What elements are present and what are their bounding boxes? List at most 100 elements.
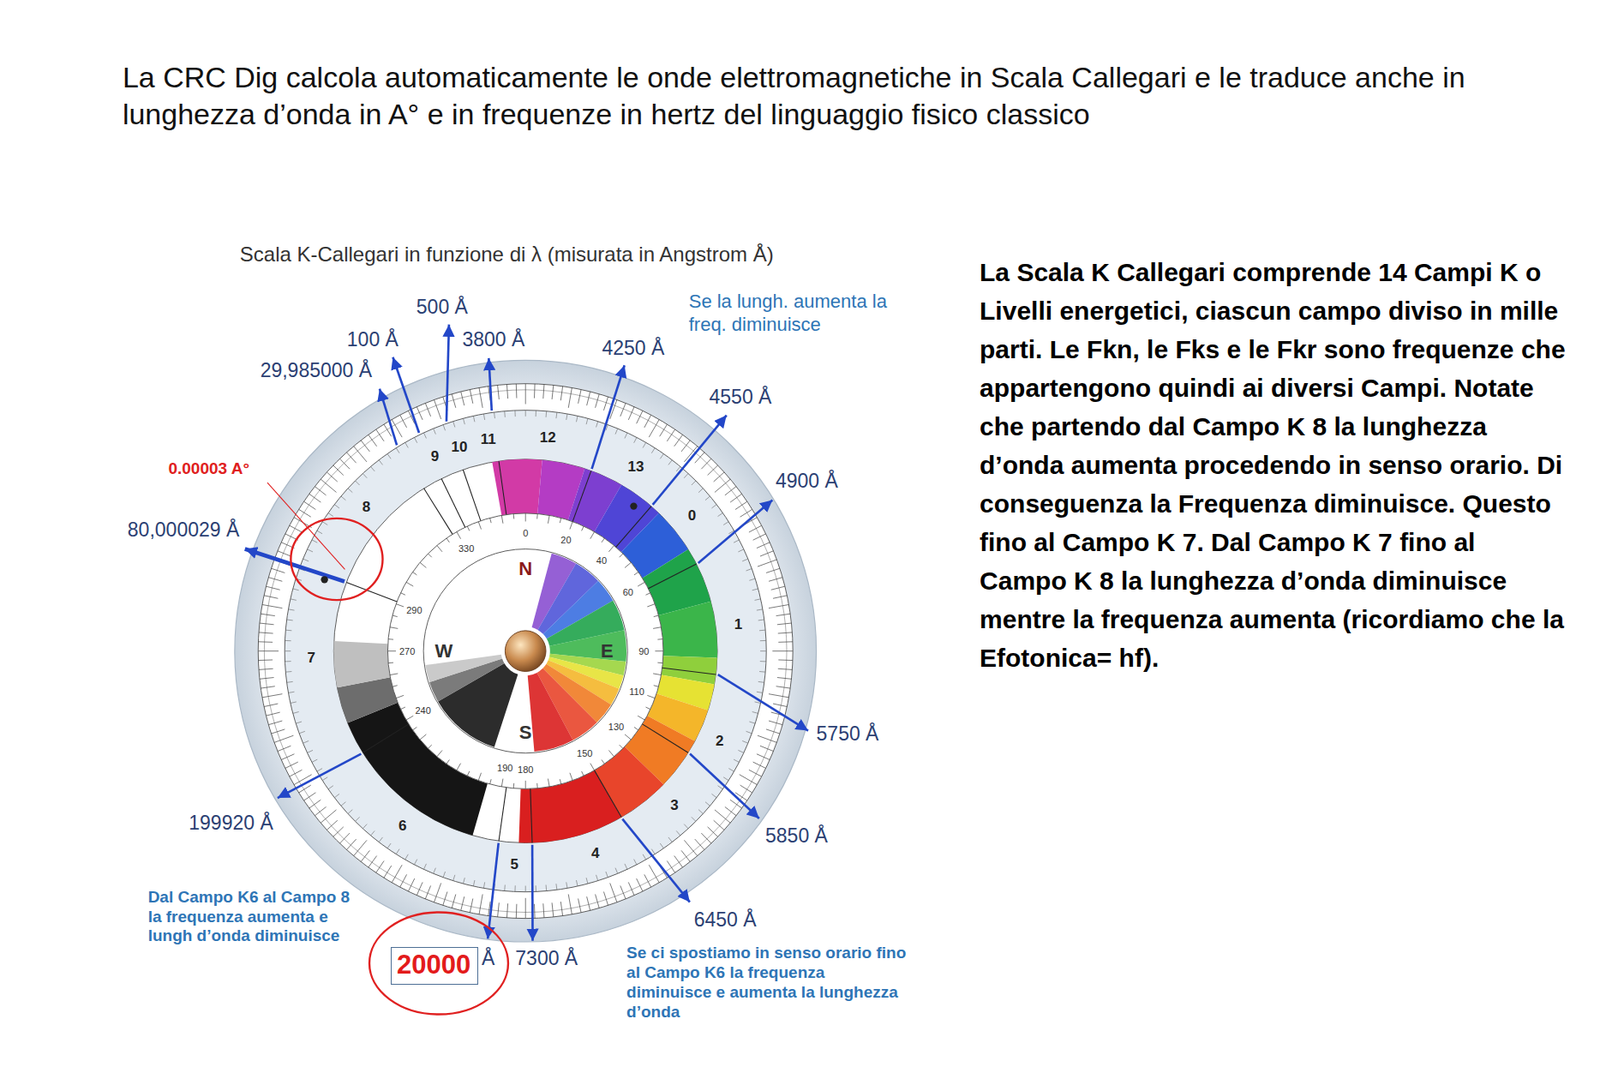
wavelength-label: 6450 Å [694, 908, 757, 933]
wavelength-label: 5850 Å [765, 824, 828, 849]
wavelength-arrow [698, 499, 774, 564]
field-tick [752, 588, 759, 591]
scale-tick [768, 720, 783, 726]
field-tick [378, 837, 383, 843]
scale-tick [603, 396, 608, 411]
field-tick [758, 618, 765, 621]
field-tick [615, 868, 618, 875]
wavelength-label: 100 Å [347, 328, 399, 353]
marker-line [462, 469, 481, 522]
field-tick [473, 415, 475, 422]
field-tick [503, 884, 506, 891]
field-tick [387, 843, 391, 849]
compass-tick [419, 734, 426, 740]
compass-tick [547, 515, 550, 523]
scale-tick [713, 820, 725, 830]
scale-tick [281, 754, 294, 761]
field-tick [756, 609, 763, 611]
scale-tick [314, 806, 326, 815]
scale-tick [760, 551, 774, 557]
scale-tick [776, 613, 792, 616]
compass-tick [536, 783, 539, 789]
scale-tick [768, 577, 783, 582]
field-number: 1 [734, 617, 743, 634]
field-tick [405, 854, 409, 860]
field-tick [347, 488, 353, 493]
field-tick [545, 884, 548, 891]
field-tick [749, 721, 756, 724]
scale-tick [368, 856, 378, 868]
scale-tick [753, 533, 767, 540]
field-tick [285, 629, 292, 632]
wavelength-label: 29,985000 Å [260, 359, 372, 384]
field-tick [683, 824, 689, 829]
scale-tick [525, 383, 527, 405]
field-tick [525, 886, 527, 893]
scale-tick [749, 769, 762, 777]
field-ticks [284, 410, 767, 893]
scale-tick [339, 458, 350, 469]
wavelength-arrow [487, 843, 499, 940]
scale-tick [515, 904, 518, 919]
compass-tick [536, 514, 539, 520]
field-tick [443, 425, 445, 432]
compass-tick [559, 517, 562, 523]
scale-tick [560, 901, 563, 917]
scale-tick [469, 898, 473, 912]
compass-tick [525, 780, 527, 790]
wavelength-arrow [718, 674, 809, 731]
wavelength-arrow [531, 844, 534, 941]
wavelength-label: 4900 Å [775, 469, 839, 494]
compass-tick [446, 538, 450, 543]
compass-tick [446, 759, 450, 764]
scale-ticks [257, 383, 793, 919]
scale-tick [766, 729, 780, 734]
compass-wedges [425, 553, 627, 752]
scale-tick [383, 865, 392, 878]
scale-tick [674, 434, 684, 446]
spectrum-sector [333, 641, 390, 688]
wavelength-arrow [689, 754, 760, 819]
wavelength-label: 7300 Å [515, 946, 578, 971]
wavelength-label: 4250 Å [602, 336, 666, 361]
field-tick [746, 731, 753, 733]
field-number: 11 [480, 431, 497, 449]
scale-tick [434, 400, 442, 420]
field-tick [293, 712, 300, 714]
compass-tick [608, 749, 614, 756]
compass-tick [581, 526, 585, 531]
scale-tick [674, 856, 684, 868]
scale-tick [628, 881, 635, 895]
scale-tick [353, 839, 367, 856]
field-tick [433, 428, 437, 435]
scale-tick [666, 860, 675, 873]
scale-tick [766, 568, 780, 573]
field-number: 3 [670, 797, 678, 814]
scale-tick [257, 659, 273, 661]
scale-tick [268, 720, 282, 726]
scale-tick [258, 632, 274, 634]
field-tick [295, 721, 302, 724]
wavelength-arrow [592, 365, 625, 469]
scale-tick [271, 568, 286, 573]
scale-tick [756, 754, 770, 761]
note-text: Se ci spostiamo in senso orario fino al … [626, 943, 907, 1022]
field-tick [742, 740, 749, 744]
compass-tick [634, 571, 639, 575]
scale-tick [753, 761, 767, 768]
field-tick [317, 768, 323, 773]
field-tick [615, 428, 618, 435]
field-tick [691, 480, 696, 486]
field-tick [755, 701, 762, 704]
compass-degree: 60 [623, 587, 634, 598]
scale-tick [425, 402, 431, 416]
compass-band [387, 513, 663, 789]
scale-tick [749, 525, 762, 533]
scale-tick [400, 874, 408, 887]
field-tick [760, 660, 767, 662]
compass-degree: 110 [629, 686, 645, 697]
marker-line [498, 787, 507, 841]
scale-tick [568, 387, 572, 408]
scale-tick [636, 878, 643, 892]
scale-tick [333, 826, 344, 838]
